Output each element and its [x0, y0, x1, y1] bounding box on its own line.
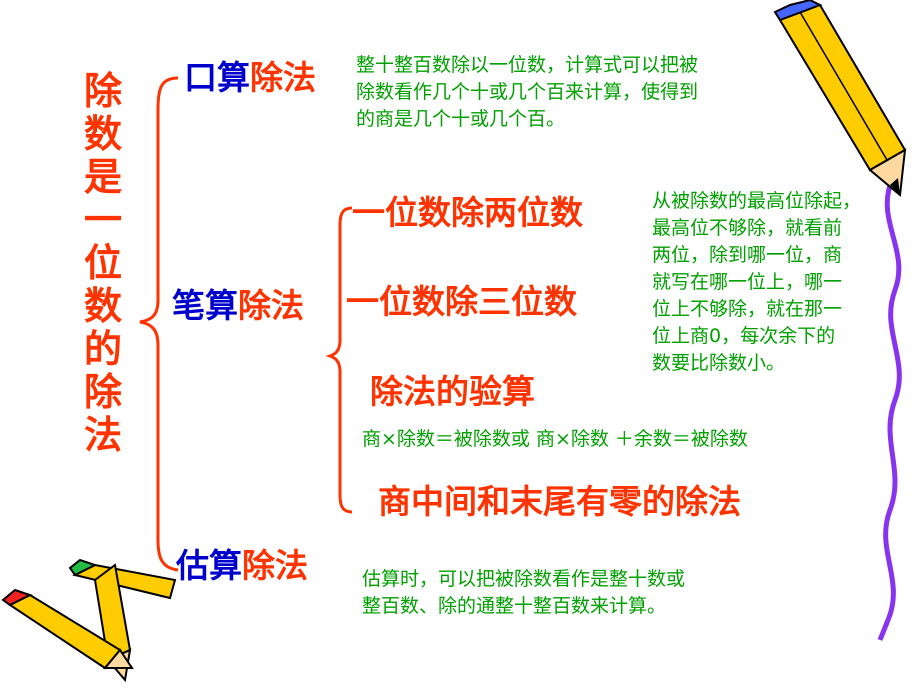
title-char: 的 [83, 327, 122, 371]
main-brace [139, 76, 179, 572]
note-line: 最高位不够除，就看前 [652, 217, 843, 239]
note-line: 估算时，可以把被除数看作是整十数或 [362, 568, 686, 590]
subtopic-check: 除法的验算 [370, 372, 535, 411]
method-oral-suffix: 除法 [250, 58, 316, 97]
pencil-top-right-icon [773, 0, 907, 197]
method-estimate: 估算除法 [176, 546, 308, 586]
note-line: 从被除数的最高位除起， [652, 190, 862, 212]
note-line: 的商是几个十或几个百。 [356, 108, 566, 130]
note-check: 商×除数＝被除数或 商×除数 ＋余数＝被除数 [362, 428, 748, 450]
method-estimate-suffix: 除法 [242, 546, 308, 585]
note-line: 位上商0，每次余下的 [652, 325, 836, 347]
note-line: 整十整百数除以一位数，计算式可以把被 [356, 54, 699, 76]
title-char: 一 [83, 198, 122, 242]
method-estimate-prefix: 估算 [176, 546, 242, 585]
subtopic-two-digit: 一位数除两位数 [352, 193, 583, 232]
title-char: 位 [83, 241, 122, 285]
pencils-bottom-left-icon [1, 558, 177, 683]
note-line: 两位，除到哪一位，商 [652, 244, 843, 266]
title-char: 数 [83, 284, 122, 328]
note-line: 就写在哪一位上，哪一 [652, 271, 843, 293]
method-oral-prefix: 口算 [184, 58, 250, 97]
method-written: 笔算除法 [172, 286, 304, 326]
method-oral: 口算除法 [184, 58, 316, 98]
subtopic-zero-quotient: 商中间和末尾有零的除法 [378, 482, 741, 521]
title-char: 除 [83, 69, 122, 113]
subtopic-three-digit: 一位数除三位数 [346, 282, 577, 321]
note-line: 除数看作几个十或几个百来计算，使得到 [356, 81, 699, 103]
title-char: 除 [83, 370, 122, 414]
note-written: 从被除数的最高位除起， 最高位不够除，就看前 两位，除到哪一位，商 就写在哪一位… [652, 188, 914, 377]
method-written-prefix: 笔算 [172, 286, 238, 325]
title-char: 法 [83, 413, 122, 457]
main-title: 除 数 是 一 位 数 的 除 法 [80, 70, 126, 457]
title-char: 数 [83, 112, 122, 156]
method-written-suffix: 除法 [238, 286, 304, 325]
note-oral: 整十整百数除以一位数，计算式可以把被 除数看作几个十或几个百来计算，使得到 的商… [356, 52, 816, 133]
note-line: 位上不够除，就在那一 [652, 298, 843, 320]
note-line: 数要比除数小。 [652, 352, 786, 374]
note-line: 整百数、除的通整十整百数来计算。 [362, 595, 667, 617]
wavy-line [877, 179, 902, 641]
title-char: 是 [83, 155, 122, 199]
sub-brace [325, 206, 353, 514]
note-estimate: 估算时，可以把被除数看作是整十数或 整百数、除的通整十整百数来计算。 [362, 566, 822, 620]
